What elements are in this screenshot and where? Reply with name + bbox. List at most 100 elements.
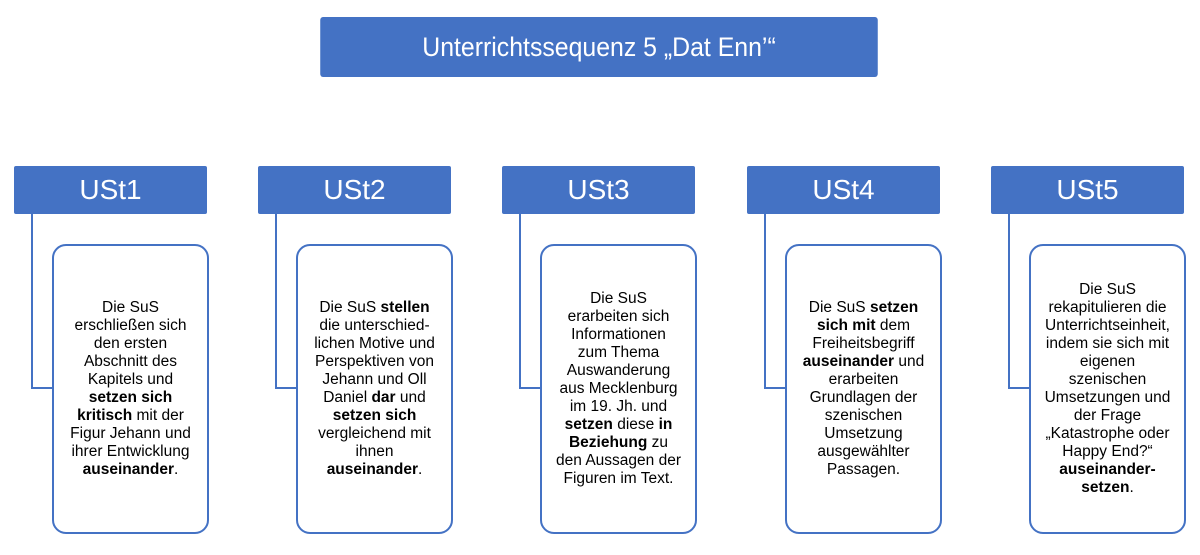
step-header-label: USt3	[567, 174, 630, 205]
card-line: Umsetzung	[803, 425, 924, 443]
card-line: vergleichend mit	[314, 425, 435, 443]
card-line: setzen sich	[314, 407, 435, 425]
card-text-segment: Freiheitsbegriff	[812, 335, 915, 352]
card-line: Auswanderung	[556, 362, 681, 380]
card-text-segment: dem	[875, 317, 911, 334]
card-line: Beziehung zu	[556, 434, 681, 452]
card-text-bold: auseinander	[82, 461, 174, 478]
card-line: Freiheitsbegriff	[803, 335, 924, 353]
step-header-label: USt4	[812, 174, 875, 205]
step-header-4: USt4	[747, 166, 940, 214]
card-text-segment: ihnen	[355, 443, 394, 460]
card-line: Passagen.	[803, 461, 924, 479]
card-line: erarbeiten sich	[556, 308, 681, 326]
step-header-5: USt5	[991, 166, 1184, 214]
card-line: auseinander und	[803, 353, 924, 371]
step-connector-2	[275, 214, 296, 389]
card-text-bold: setzen sich	[88, 389, 173, 406]
card-text-bold: auseinander-	[1059, 461, 1156, 478]
step-header-label: USt2	[323, 174, 386, 205]
card-text-segment: den Aussagen der	[556, 452, 681, 469]
step-connector-5	[1008, 214, 1029, 389]
card-line: aus Mecklenburg	[556, 380, 681, 398]
card-line: den ersten	[70, 335, 191, 353]
card-line: Jehann und Oll	[314, 371, 435, 389]
card-text-segment: erarbeiten sich	[567, 308, 670, 325]
card-line: Umsetzungen und	[1045, 389, 1171, 407]
card-line: Perspektiven von	[314, 353, 435, 371]
card-text-segment: .	[418, 461, 423, 478]
card-line: Informationen	[556, 326, 681, 344]
step-connector-3	[519, 214, 540, 389]
card-text-segment: im 19. Jh. und	[569, 398, 668, 415]
step-connector-4	[764, 214, 785, 389]
card-text-segment: und	[894, 353, 925, 370]
card-text-bold: stellen	[380, 299, 430, 316]
card-text-bold: setzen	[1081, 479, 1130, 496]
card-line: szenischen	[803, 407, 924, 425]
card-line: ihnen	[314, 443, 435, 461]
card-text-segment: Passagen.	[826, 461, 901, 478]
card-line: Daniel dar und	[314, 389, 435, 407]
card-text-segment: indem sie sich mit	[1045, 335, 1170, 352]
card-text-segment: vergleichend mit	[318, 425, 431, 442]
card-line: den Aussagen der	[556, 452, 681, 470]
card-line: rekapitulieren die	[1045, 299, 1171, 317]
card-text-segment: lichen Motive und	[314, 335, 435, 352]
card-line: ausgewählter	[803, 443, 924, 461]
card-text-segment: Jehann und Oll	[322, 371, 427, 388]
card-line: lichen Motive und	[314, 335, 435, 353]
card-line: Unterrichtseinheit,	[1045, 317, 1171, 335]
card-line: Grundlagen der	[803, 389, 924, 407]
card-text-segment: Die SuS	[590, 290, 647, 307]
card-text-segment: Daniel	[323, 389, 372, 406]
card-line: zum Thema	[556, 344, 681, 362]
card-line: szenischen	[1045, 371, 1171, 389]
card-text-segment: und	[395, 389, 426, 406]
card-text-bold: setzen sich	[332, 407, 417, 424]
card-text-segment: Informationen	[571, 326, 666, 343]
step-header-label: USt5	[1056, 174, 1119, 205]
card-text-segment: ihrer Entwicklung	[71, 443, 190, 460]
step-header-1: USt1	[14, 166, 207, 214]
card-text-segment: Unterrichtseinheit,	[1045, 317, 1170, 334]
card-line: erarbeiten	[803, 371, 924, 389]
card-text-segment: Figur Jehann und	[70, 425, 191, 442]
card-line: Figur Jehann und	[70, 425, 191, 443]
card-text-segment: Die SuS	[1079, 281, 1136, 298]
card-text-segment: ausgewählter	[817, 443, 910, 460]
card-text-segment: aus Mecklenburg	[559, 380, 678, 397]
card-line: der Frage	[1045, 407, 1171, 425]
card-line: sich mit dem	[803, 317, 924, 335]
card-line: die unterschied-	[314, 317, 435, 335]
card-line: Abschnitt des	[70, 353, 191, 371]
card-line: kritisch mit der	[70, 407, 191, 425]
step-header-label: USt1	[79, 174, 142, 205]
card-line: Die SuS stellen	[314, 299, 435, 317]
card-text-segment: szenischen	[1068, 371, 1147, 388]
card-text-segment: eigenen	[1079, 353, 1136, 370]
card-line: eigenen	[1045, 353, 1171, 371]
card-text-segment: Die SuS	[319, 299, 381, 316]
card-text-bold: Beziehung	[568, 434, 648, 451]
card-line: Kapitels und	[70, 371, 191, 389]
card-text-segment: Auswanderung	[566, 362, 671, 379]
card-text-segment: .	[173, 461, 179, 478]
card-text-segment: zu	[647, 434, 669, 451]
card-text-segment: erarbeiten	[828, 371, 899, 388]
card-text-segment: szenischen	[824, 407, 903, 424]
card-line: setzen.	[1045, 479, 1171, 497]
card-line: auseinander-	[1045, 461, 1171, 479]
step-connector-1	[31, 214, 52, 389]
